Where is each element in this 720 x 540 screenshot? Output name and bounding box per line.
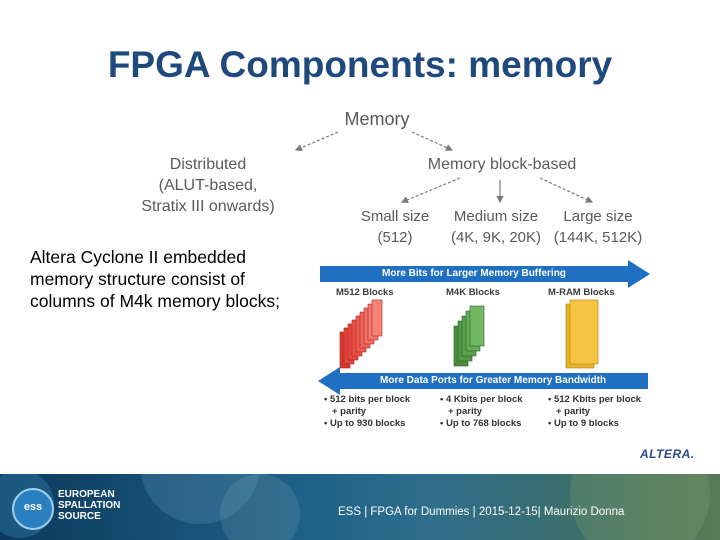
m512-bullets: • 512 bits per block + parity • Up to 93… (324, 394, 410, 430)
tree-small: Small size (512) (352, 206, 438, 248)
tree-medium: Medium size (4K, 9K, 20K) (444, 206, 548, 248)
footer-bar: ess EUROPEAN SPALLATION SOURCE ESS | FPG… (0, 474, 720, 540)
top-banner-text: More Bits for Larger Memory Buffering (382, 268, 566, 279)
ess-logo-icon: ess (12, 488, 54, 530)
m4k-bullet-1: • 4 Kbits per block (440, 394, 523, 405)
m512-label: M512 Blocks (336, 287, 394, 298)
arrow-to-large (539, 177, 594, 203)
m4k-label: M4K Blocks (446, 287, 500, 298)
distributed-line-1: Distributed (169, 156, 247, 173)
top-banner-arrow (320, 260, 650, 288)
bottom-banner-text: More Data Ports for Greater Memory Bandw… (380, 375, 607, 386)
distributed-line-2: (ALUT-based, (158, 177, 258, 194)
m512-bullet-2: + parity (332, 406, 367, 417)
altera-logo: ALTERA. (640, 447, 695, 461)
mram-stack (565, 299, 599, 369)
mram-bullets: • 512 Kbits per block + parity • Up to 9… (548, 394, 641, 430)
arrow-to-block-based (411, 131, 454, 151)
tree-arrows (294, 131, 594, 204)
tree-block-based: Memory block-based (427, 156, 577, 173)
m4k-bullet-3: • Up to 768 blocks (440, 418, 522, 429)
large-line-2: (144K, 512K) (553, 229, 643, 246)
m512-bullet-3: • Up to 930 blocks (324, 418, 406, 429)
slide-title: FPGA Components: memory (107, 44, 613, 85)
large-line-1: Large size (563, 208, 633, 225)
m4k-bullets: • 4 Kbits per block + parity • Up to 768… (440, 394, 523, 430)
m4k-bullet-2: + parity (448, 406, 483, 417)
org-line-3: SOURCE (58, 511, 101, 522)
arrow-to-small (400, 177, 461, 204)
org-line-2: SPALLATION (58, 500, 121, 511)
arrow-to-distributed (294, 131, 339, 151)
small-line-2: (512) (377, 229, 413, 246)
ess-logo-text: ess (23, 501, 43, 513)
mram-bullet-2: + parity (556, 406, 591, 417)
tree-distributed: Distributed (ALUT-based, Stratix III onw… (120, 154, 296, 217)
tree-large: Large size (144K, 512K) (550, 206, 646, 248)
body-paragraph: Altera Cyclone II embedded memory struct… (30, 247, 280, 311)
medium-line-1: Medium size (453, 208, 539, 225)
ess-org-name: EUROPEAN SPALLATION SOURCE (58, 489, 120, 522)
medium-line-2: (4K, 9K, 20K) (450, 229, 542, 246)
org-line-1: EUROPEAN (58, 489, 115, 500)
mram-label: M-RAM Blocks (548, 287, 615, 298)
small-line-1: Small size (360, 208, 430, 225)
m512-bullet-1: • 512 bits per block (324, 394, 411, 405)
block-stacks (339, 299, 599, 369)
bottom-banner-arrow (318, 367, 648, 395)
m512-stack (339, 299, 383, 369)
mram-bullet-3: • Up to 9 blocks (548, 418, 619, 429)
mram-bullet-1: • 512 Kbits per block (548, 394, 642, 405)
m4k-stack (453, 305, 485, 367)
distributed-line-3: Stratix III onwards) (141, 198, 275, 215)
footer-info: ESS | FPGA for Dummies | 2015-12-15| Mau… (338, 506, 625, 518)
tree-root: Memory (344, 109, 410, 129)
